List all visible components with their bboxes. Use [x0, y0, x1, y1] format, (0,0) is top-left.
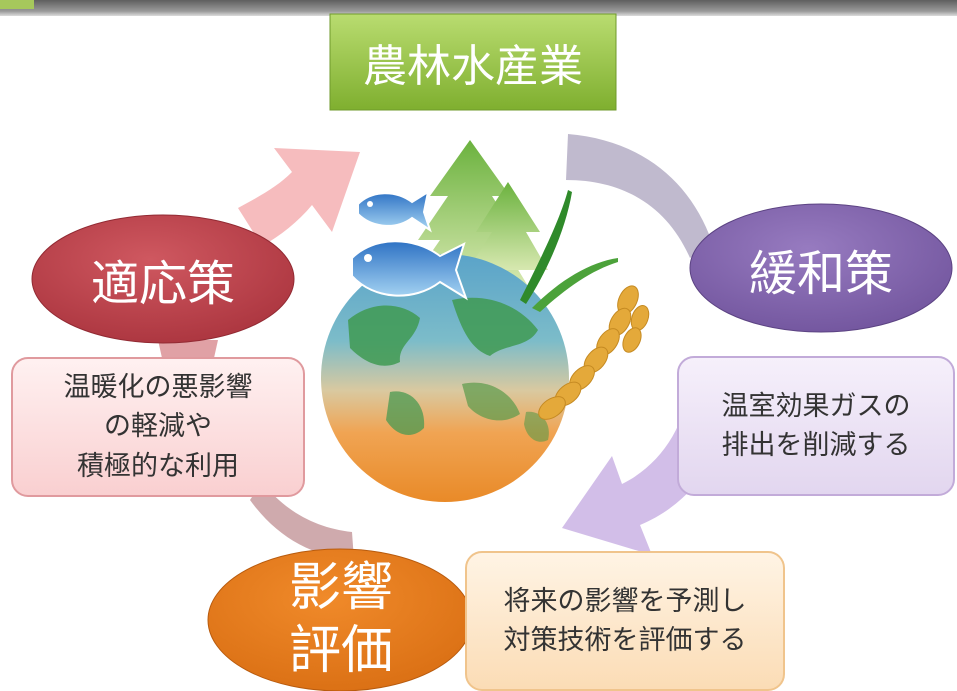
impact-description-line: 対策技術を評価する: [503, 625, 747, 656]
arrow-impact-to-adaptation: [250, 482, 354, 560]
fish-icon-small: [357, 189, 432, 233]
adaptation-description-line: の軽減や: [104, 411, 212, 443]
adaptation-description-line: 積極的な利用: [77, 450, 239, 482]
mitigation-label: 緩和策: [748, 246, 893, 302]
mitigation-oval: [689, 203, 953, 333]
title-label: 農林水産業: [363, 41, 583, 92]
grass-blade-2: [532, 258, 618, 312]
rice-ear: [538, 285, 650, 420]
title-box: [329, 13, 617, 111]
mitigation-description: 温室効果ガスの 排出を削減する: [678, 357, 954, 495]
impact-label-line-1: 影響: [288, 558, 393, 619]
top-bar-accent: [0, 0, 34, 9]
adaptation-oval: [31, 214, 295, 344]
mitigation-description-line: 温室効果ガスの: [721, 390, 911, 422]
arrow-adaptation-to-title: [238, 148, 360, 246]
globe-land-4: [462, 382, 520, 421]
fish-icon-large: [351, 240, 468, 301]
globe-land-3: [386, 391, 425, 435]
top-bar: [0, 0, 957, 16]
globe-land-2: [452, 297, 538, 356]
mitigation-description-box: [677, 356, 955, 496]
arrow-stub-left: [158, 340, 218, 358]
adaptation-label: 適応策: [90, 256, 235, 312]
arrow-title-to-mitigation: [566, 134, 712, 258]
grass-blade-1: [520, 190, 572, 304]
impact-label-line-2: 評価: [288, 620, 393, 681]
adaptation-description-line: 温暖化の悪影響: [63, 372, 253, 404]
globe-land-1: [348, 305, 420, 366]
mitigation-description-line: 排出を削減する: [721, 430, 911, 461]
adaptation-description-box: [11, 357, 305, 497]
adaptation-description: 温暖化の悪影響 の軽減や 積極的な利用: [12, 358, 304, 496]
tree-front: [468, 182, 548, 270]
impact-label: 影響 評価: [210, 548, 472, 691]
impact-description-line: 将来の影響を予測し: [503, 585, 747, 617]
impact-description-box: [465, 551, 785, 691]
impact-description: 将来の影響を予測し 対策技術を評価する: [466, 552, 784, 690]
